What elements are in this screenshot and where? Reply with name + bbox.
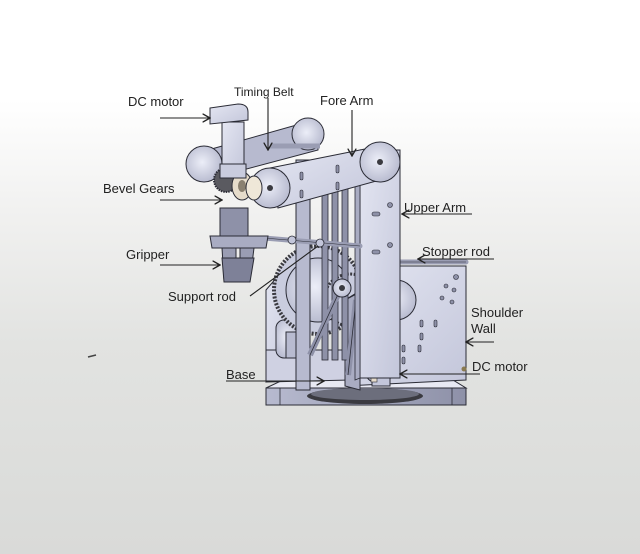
label-support-rod: Support rod — [168, 289, 236, 304]
label-shoulder-wall-line1: Shoulder — [471, 305, 524, 320]
arrow-support-rod — [249, 245, 319, 297]
label-fore-arm: Fore Arm — [320, 93, 374, 108]
label-dc-motor-bottom: DC motor — [472, 359, 528, 374]
stray-mark — [87, 354, 97, 358]
label-upper-arm: Upper Arm — [404, 200, 467, 215]
label-dc-motor-top: DC motor — [128, 94, 184, 109]
label-timing-belt: Timing Belt — [234, 85, 294, 99]
fore-arm — [185, 117, 401, 209]
gripper — [209, 207, 269, 283]
top-dc-motor — [209, 103, 249, 179]
callout-arrows — [160, 98, 494, 381]
label-bevel-gears: Bevel Gears — [103, 181, 175, 196]
label-gripper: Gripper — [126, 247, 170, 262]
label-base: Base — [226, 367, 256, 382]
label-stopper-rod: Stopper rod — [422, 244, 490, 259]
label-shoulder-wall-line2: Wall — [471, 321, 496, 336]
